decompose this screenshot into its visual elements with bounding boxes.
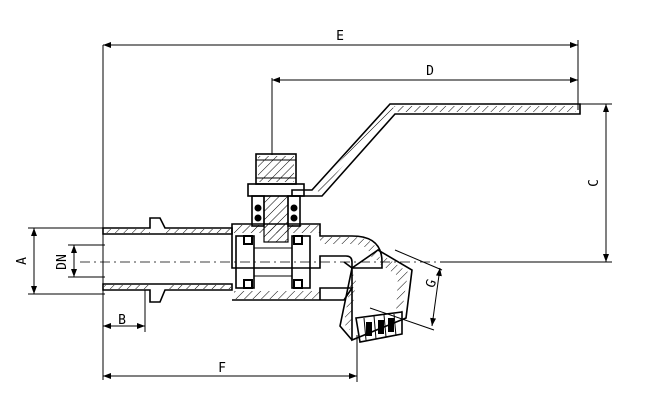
dimension-b: B xyxy=(103,290,146,332)
dim-label-e: E xyxy=(336,29,344,44)
valve-body xyxy=(102,217,413,343)
dim-label-a: A xyxy=(15,257,30,265)
dimension-a: A xyxy=(15,227,105,295)
dim-label-d: D xyxy=(426,64,434,79)
dim-label-g: G xyxy=(423,277,440,290)
dim-label-c: C xyxy=(587,179,602,187)
dimension-d: D xyxy=(271,64,578,155)
dimension-f: F xyxy=(103,335,358,382)
dim-label-dn: DN xyxy=(55,254,70,270)
dim-label-b: B xyxy=(118,313,126,328)
lever-handle xyxy=(291,103,581,197)
dim-label-f: F xyxy=(218,361,226,376)
dimension-dn: DN xyxy=(55,244,105,278)
dimension-c: C xyxy=(440,103,612,263)
